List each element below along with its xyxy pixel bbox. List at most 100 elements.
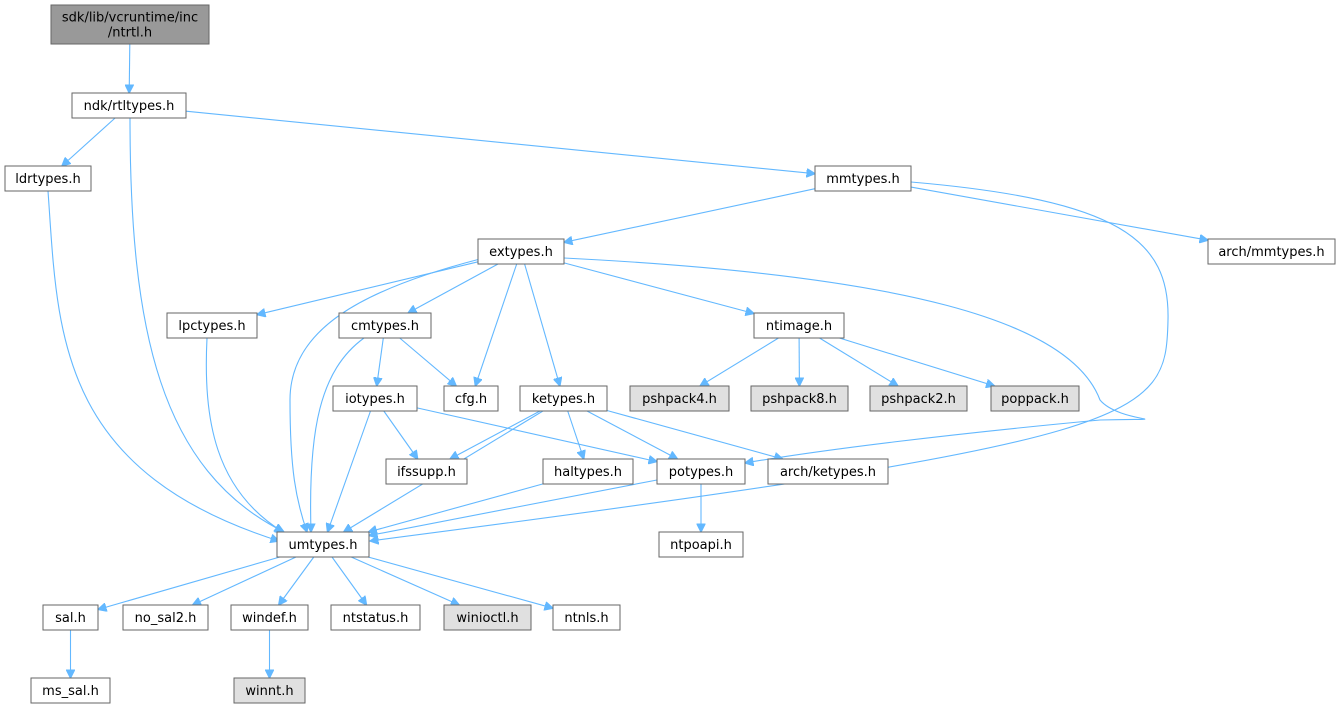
node-label-ntrtl: sdk/lib/vcruntime/inc: [62, 11, 198, 26]
node-label-nosal2: no_sal2.h: [135, 611, 197, 626]
node-box-sal: [42, 604, 99, 631]
node-box-cmtypes: [338, 312, 432, 339]
node-winnt[interactable]: winnt.h: [233, 677, 306, 704]
node-label-ntrtl: /ntrtl.h: [108, 26, 152, 41]
node-box-rtltypes: [71, 92, 187, 119]
node-label-winioctl: winioctl.h: [456, 611, 518, 626]
node-potypes[interactable]: potypes.h: [656, 458, 746, 485]
node-box-archketypes: [767, 458, 889, 485]
node-label-ntimage: ntimage.h: [766, 319, 832, 334]
node-box-mmtypes: [814, 165, 912, 192]
node-box-extypes: [477, 238, 565, 265]
edge-lpctypes-to-umtypes: [205, 337, 283, 532]
edge-rtltypes-to-mmtypes: [185, 110, 815, 174]
node-ketypes[interactable]: ketypes.h: [519, 385, 608, 412]
edge-umtypes-to-windef: [279, 556, 315, 605]
node-box-ntpoapi: [658, 531, 744, 558]
node-winioctl[interactable]: winioctl.h: [443, 604, 532, 631]
node-box-ketypes: [519, 385, 608, 412]
node-ldrtypes[interactable]: ldrtypes.h: [4, 165, 92, 192]
node-box-cfg: [443, 385, 499, 412]
node-box-archmmtypes: [1207, 238, 1336, 265]
node-box-mssal: [30, 677, 111, 704]
node-box-ifssupp: [385, 458, 468, 485]
edge-ntrtl-to-rtltypes: [129, 43, 130, 93]
edge-ntimage-to-pshpack2: [819, 337, 899, 386]
node-windef[interactable]: windef.h: [230, 604, 309, 631]
node-box-winioctl: [443, 604, 532, 631]
node-label-pshpack8: pshpack8.h: [762, 392, 837, 407]
node-label-sal: sal.h: [55, 611, 86, 626]
node-label-ntnls: ntnls.h: [564, 611, 608, 626]
node-label-ntstatus: ntstatus.h: [343, 611, 409, 626]
node-pshpack8[interactable]: pshpack8.h: [750, 385, 849, 412]
node-box-ntrtl: [50, 4, 210, 45]
node-ntnls[interactable]: ntnls.h: [552, 604, 621, 631]
node-iotypes[interactable]: iotypes.h: [332, 385, 418, 412]
node-label-poppack: poppack.h: [1001, 392, 1069, 407]
node-label-iotypes: iotypes.h: [345, 392, 405, 407]
edge-ldrtypes-to-umtypes: [47, 190, 279, 541]
node-box-iotypes: [332, 385, 418, 412]
edge-ketypes-to-archketypes: [606, 409, 783, 460]
edge-umtypes-to-ntnls: [367, 556, 553, 608]
edge-haltypes-to-umtypes: [368, 483, 544, 532]
edge-cmtypes-to-umtypes: [311, 337, 365, 532]
node-label-ketypes: ketypes.h: [532, 392, 595, 407]
edge-mmtypes-to-archmmtypes: [910, 186, 1208, 240]
node-cmtypes[interactable]: cmtypes.h: [338, 312, 432, 339]
edge-iotypes-to-potypes: [416, 407, 657, 462]
edge-iotypes-to-ifssupp: [383, 410, 418, 459]
node-extypes[interactable]: extypes.h: [477, 238, 565, 265]
node-mssal[interactable]: ms_sal.h: [30, 677, 111, 704]
edge-ntimage-to-poppack: [839, 337, 994, 386]
node-box-lpctypes: [166, 312, 258, 339]
edge-extypes-to-ketypes: [524, 263, 560, 386]
node-ntpoapi[interactable]: ntpoapi.h: [658, 531, 744, 558]
node-label-extypes: extypes.h: [489, 245, 553, 260]
edge-iotypes-to-umtypes: [328, 410, 372, 532]
node-box-haltypes: [542, 458, 634, 485]
node-label-potypes: potypes.h: [669, 465, 733, 480]
node-cfg[interactable]: cfg.h: [443, 385, 499, 412]
node-pshpack4[interactable]: pshpack4.h: [629, 385, 730, 412]
node-poppack[interactable]: poppack.h: [990, 385, 1080, 412]
node-box-ntstatus: [330, 604, 421, 631]
node-label-pshpack2: pshpack2.h: [881, 392, 956, 407]
node-ntimage[interactable]: ntimage.h: [753, 312, 845, 339]
node-label-archmmtypes: arch/mmtypes.h: [1218, 245, 1324, 260]
edge-umtypes-to-ntstatus: [331, 556, 367, 605]
node-label-winnt: winnt.h: [245, 684, 293, 699]
edge-ketypes-to-ifssupp: [450, 410, 541, 459]
node-archmmtypes[interactable]: arch/mmtypes.h: [1207, 238, 1336, 265]
node-box-potypes: [656, 458, 746, 485]
node-label-ntpoapi: ntpoapi.h: [670, 538, 732, 553]
node-umtypes[interactable]: umtypes.h: [276, 531, 370, 558]
edge-umtypes-to-sal: [98, 556, 280, 610]
node-pshpack2[interactable]: pshpack2.h: [869, 385, 968, 412]
node-box-ntimage: [753, 312, 845, 339]
node-label-pshpack4: pshpack4.h: [642, 392, 717, 407]
edge-ketypes-to-potypes: [586, 410, 678, 459]
node-nosal2[interactable]: no_sal2.h: [122, 604, 209, 631]
node-sal[interactable]: sal.h: [42, 604, 99, 631]
node-label-cfg: cfg.h: [455, 392, 487, 407]
node-haltypes[interactable]: haltypes.h: [542, 458, 634, 485]
edge-ntimage-to-pshpack4: [700, 337, 779, 386]
node-mmtypes[interactable]: mmtypes.h: [814, 165, 912, 192]
edge-extypes-to-umtypes: [289, 258, 481, 532]
node-ifssupp[interactable]: ifssupp.h: [385, 458, 468, 485]
edge-potypes-to-umtypes: [369, 479, 658, 536]
edge-cmtypes-to-cfg: [399, 337, 457, 386]
node-box-pshpack4: [629, 385, 730, 412]
node-label-lpctypes: lpctypes.h: [178, 319, 245, 334]
edge-mmtypes-to-extypes: [564, 188, 816, 243]
node-archketypes[interactable]: arch/ketypes.h: [767, 458, 889, 485]
node-ntstatus[interactable]: ntstatus.h: [330, 604, 421, 631]
node-box-pshpack8: [750, 385, 849, 412]
node-lpctypes[interactable]: lpctypes.h: [166, 312, 258, 339]
node-rtltypes[interactable]: ndk/rtltypes.h: [71, 92, 187, 119]
node-label-umtypes: umtypes.h: [288, 538, 357, 553]
node-ntrtl[interactable]: sdk/lib/vcruntime/inc/ntrtl.h: [50, 4, 210, 45]
